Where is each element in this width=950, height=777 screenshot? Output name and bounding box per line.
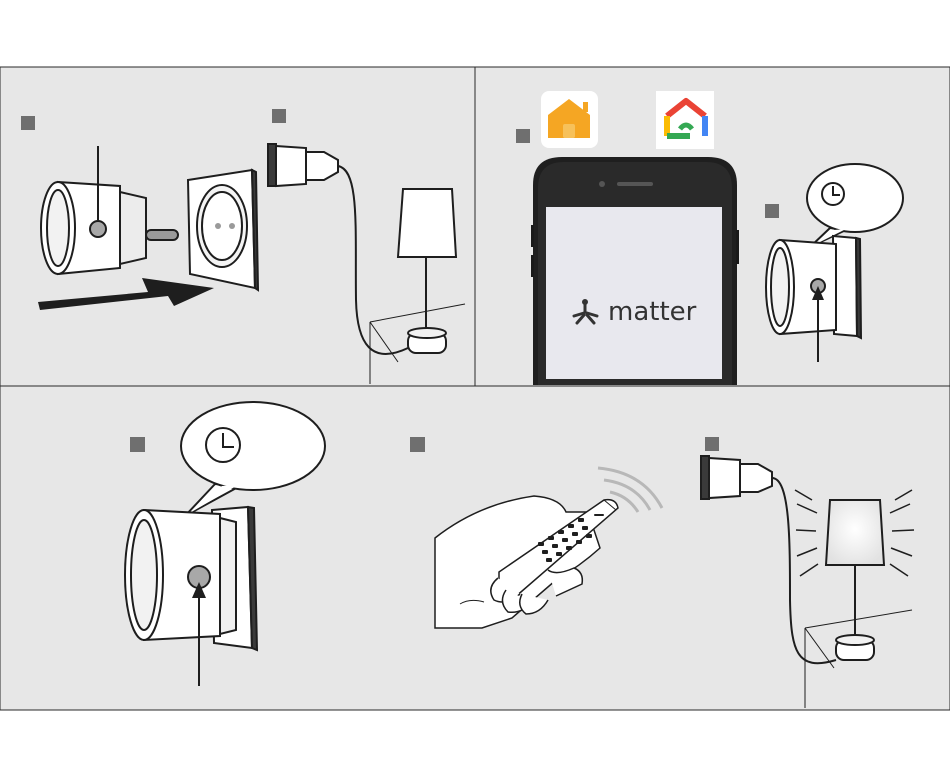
smartphone [531, 157, 739, 385]
wall-socket [188, 170, 258, 290]
step-marker [705, 437, 719, 451]
step-marker [410, 437, 425, 452]
plug-in-wall [766, 236, 861, 338]
step-marker [516, 129, 530, 143]
clock-icon [822, 183, 844, 205]
matter-label: matter [608, 297, 697, 327]
step-marker [130, 437, 145, 452]
step-marker [765, 204, 779, 218]
plug-button [90, 221, 106, 237]
apple-home-icon [541, 91, 598, 148]
step-marker [272, 109, 286, 123]
google-home-icon [656, 91, 714, 149]
clock-icon [206, 428, 240, 462]
step-marker [21, 116, 35, 130]
phone-screen [546, 207, 722, 379]
plug-in-wall [125, 507, 257, 650]
